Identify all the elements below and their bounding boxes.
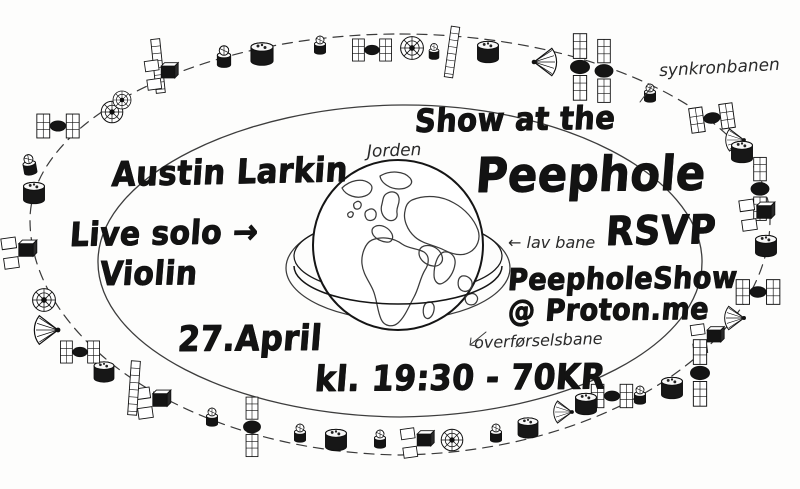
satellite [531,47,558,77]
satellite [0,236,38,270]
satellite [399,427,435,459]
satellite [60,340,100,364]
satellite [690,339,710,407]
annotation-low-orbit: ← lav bane [508,233,596,252]
satellite [440,428,464,452]
satellite [250,42,274,66]
annotation-leader-lines [469,85,653,347]
satellite [243,396,261,458]
satellite [400,36,424,60]
satellite [517,417,539,439]
earth-globe [293,159,503,331]
satellite [477,40,499,64]
venue-name: Peephole [473,145,709,204]
satellite [443,25,461,79]
satellite [428,43,440,60]
satellite [489,423,503,443]
satellite [93,361,115,383]
satellite [36,113,80,139]
satellite [21,153,38,177]
rsvp-label: RSVP [604,207,718,256]
satellite [127,360,141,416]
satellite [724,305,747,331]
rsvp-email-line-2: @ Proton.me [506,291,711,329]
annotation-earth: Jorden [366,140,422,162]
satellite [325,428,347,452]
satellite [731,140,753,164]
annotation-transfer-orbit: overførselsbane [473,328,603,353]
satellite [553,400,575,424]
act-line-2: Violin [98,253,200,294]
show-prefix: Show at the [413,98,617,140]
satellite [216,45,232,68]
satellite [33,315,62,345]
event-time-price: kl. 19:30 - 70KR [313,357,608,400]
satellite [313,35,327,55]
satellite [352,38,392,62]
satellite [570,33,590,101]
act-line-1: Live solo → [68,211,260,254]
satellite [373,429,387,449]
satellite [755,234,777,258]
artist-name: Austin Larkin [110,150,350,196]
orbit-ring-outer-synchronous [29,33,771,456]
orbit-ring-transfer [97,104,703,418]
satellite [32,288,56,312]
satellite [205,407,219,427]
satellite [634,385,646,405]
satellite [112,90,132,110]
satellite [688,102,736,134]
satellite [594,38,614,103]
satellite [293,423,307,443]
satellite [735,279,781,305]
satellite [23,181,45,205]
satellite [661,376,683,400]
event-date: 27.April [176,318,324,360]
